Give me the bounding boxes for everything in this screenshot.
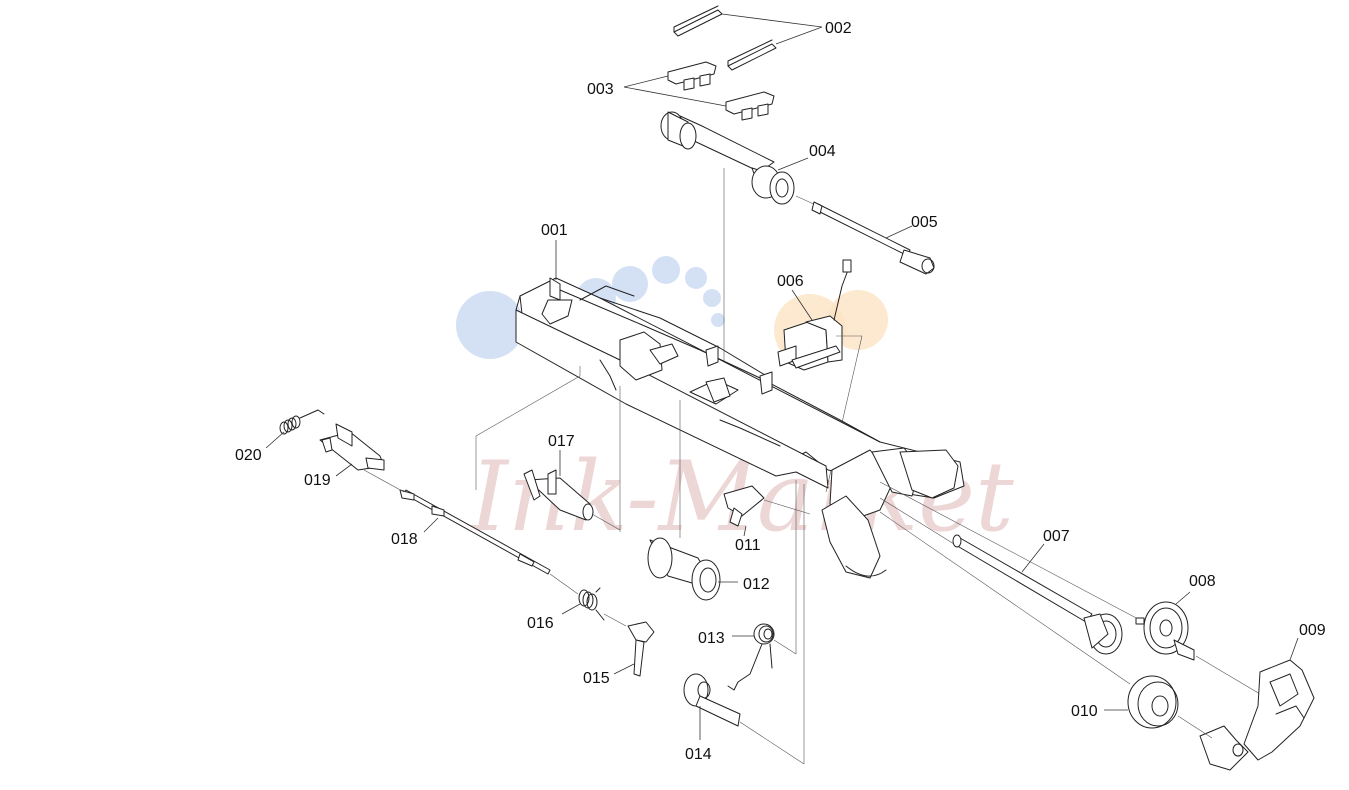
- callout-008: 008: [1189, 573, 1216, 590]
- part-017-bracket: [523, 450, 621, 531]
- callout-005: 005: [911, 214, 938, 231]
- part-007-shaft-gear: [879, 497, 1123, 655]
- callout-002: 002: [825, 20, 852, 37]
- callout-019: 019: [304, 472, 331, 489]
- part-001-frame: [475, 240, 965, 579]
- part-004-roller: [660, 111, 809, 380]
- callout-016: 016: [527, 615, 554, 632]
- part-008-gear: [879, 481, 1261, 695]
- part-014-knob: [683, 484, 805, 765]
- callout-012: 012: [743, 576, 770, 593]
- part-012-roller: [647, 537, 738, 601]
- callout-020: 020: [235, 447, 262, 464]
- callout-003: 003: [587, 81, 614, 98]
- callout-009: 009: [1299, 622, 1326, 639]
- callout-011: 011: [735, 537, 761, 554]
- callout-014: 014: [685, 746, 712, 763]
- callout-017: 017: [548, 433, 575, 450]
- part-018-rod: [363, 469, 579, 595]
- part-006-solenoid: [777, 259, 863, 493]
- part-016-spring: [561, 587, 627, 627]
- callout-013: 013: [698, 630, 725, 647]
- callout-015: 015: [583, 670, 610, 687]
- part-002-strips: [673, 5, 823, 71]
- callout-018: 018: [391, 531, 418, 548]
- part-011-lever: [723, 485, 811, 537]
- part-003-clips: [623, 61, 775, 121]
- part-009-bracket: [1199, 637, 1315, 771]
- callout-001: 001: [541, 222, 568, 239]
- callout-007: 007: [1043, 528, 1070, 545]
- callout-006: 006: [777, 273, 804, 290]
- callout-004: 004: [809, 143, 836, 160]
- part-015-lever: [613, 621, 655, 677]
- callout-labels: 001 002 003 004 005 006 007 008 009 010 …: [235, 20, 1326, 763]
- part-020-spring: [265, 409, 325, 449]
- part-005-shaft: [795, 195, 935, 275]
- part-010-gear: [879, 511, 1213, 739]
- callout-010: 010: [1071, 703, 1098, 720]
- part-013-spring: [727, 480, 797, 691]
- part-019-bracket: [319, 423, 385, 477]
